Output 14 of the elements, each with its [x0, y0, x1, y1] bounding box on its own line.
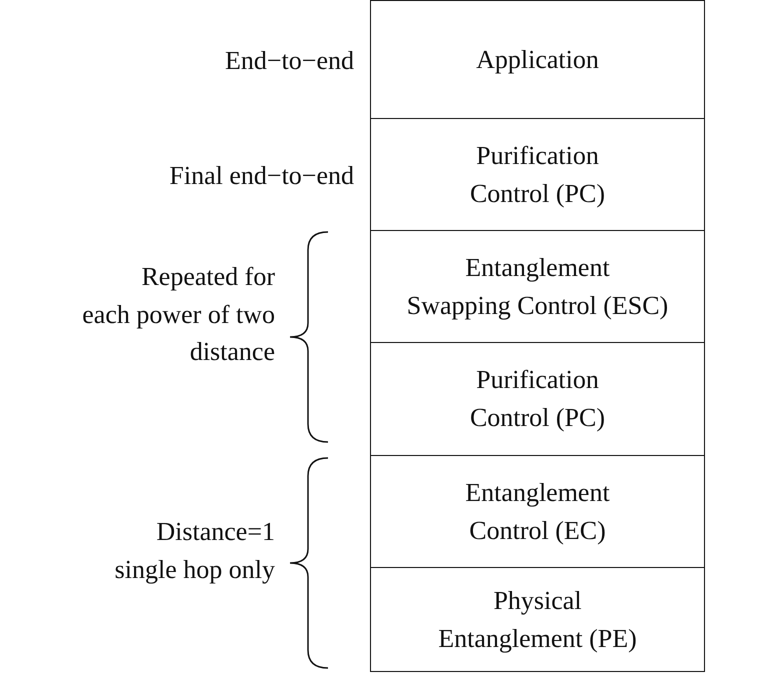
- layer-box: [370, 455, 705, 568]
- layer-label: Physical Entanglement (PE): [438, 584, 637, 655]
- layer-label: Application: [476, 44, 599, 76]
- layer-label: Entanglement Swapping Control (ESC): [406, 252, 668, 322]
- layer-box: [370, 342, 705, 456]
- side-label: End−to−end: [225, 44, 354, 76]
- group-label: Repeated for each power of two distance: [82, 261, 275, 368]
- layer-label: Entanglement Control (EC): [465, 476, 610, 546]
- side-label: Final end−to−end: [169, 160, 354, 192]
- layer-box: [370, 567, 705, 672]
- layer-label: Purification Control (PC): [470, 140, 606, 210]
- group-label: Distance=1 single hop only: [114, 516, 275, 586]
- layer-label: Purification Control (PC): [470, 364, 606, 434]
- layer-box: [370, 230, 705, 343]
